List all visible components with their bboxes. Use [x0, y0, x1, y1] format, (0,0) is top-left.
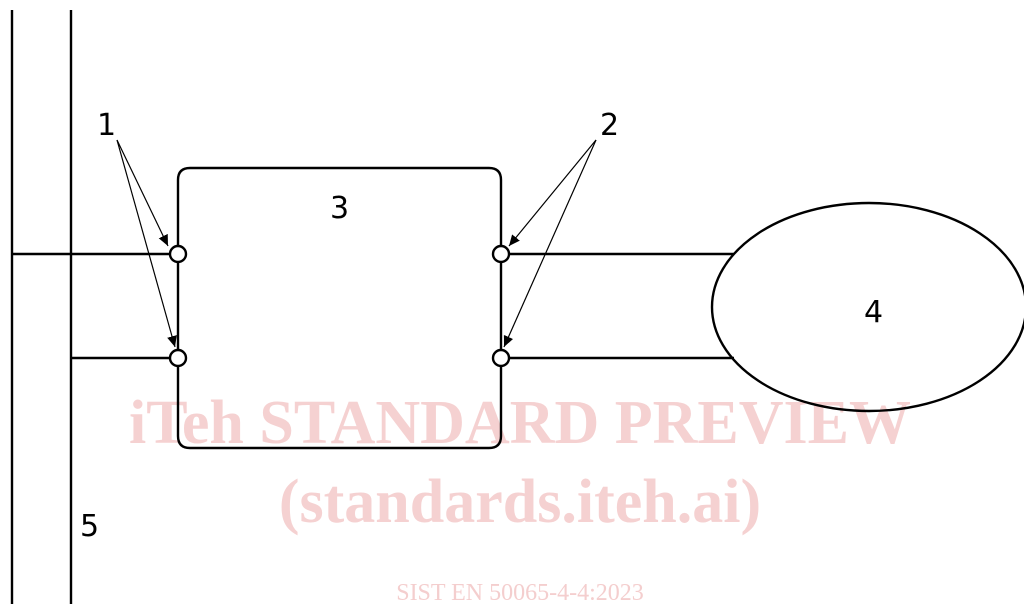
leader-1-lower: [116, 139, 177, 348]
watermark-line2: (standards.iteh.ai): [279, 468, 761, 536]
label-terminal-left: 1: [97, 108, 116, 143]
leader-1-upper: [116, 139, 169, 247]
watermark-line3: SIST EN 50065-4-4:2023: [396, 580, 644, 604]
label-terminal-right: 2: [600, 108, 619, 143]
terminal-out-lower: [491, 348, 511, 368]
device-enclosure: [176, 166, 503, 450]
load-ellipse: [710, 201, 1024, 413]
label-load: 4: [864, 295, 883, 330]
terminal-in-lower: [168, 348, 188, 368]
watermark-line1: iTeh STANDARD PREVIEW: [129, 389, 911, 457]
label-bus: 5: [80, 509, 99, 544]
terminal-out-upper: [491, 244, 511, 264]
terminal-in-upper: [168, 244, 188, 264]
label-device: 3: [330, 191, 349, 226]
leader-2-upper: [508, 139, 597, 247]
leader-2-lower: [503, 139, 597, 348]
